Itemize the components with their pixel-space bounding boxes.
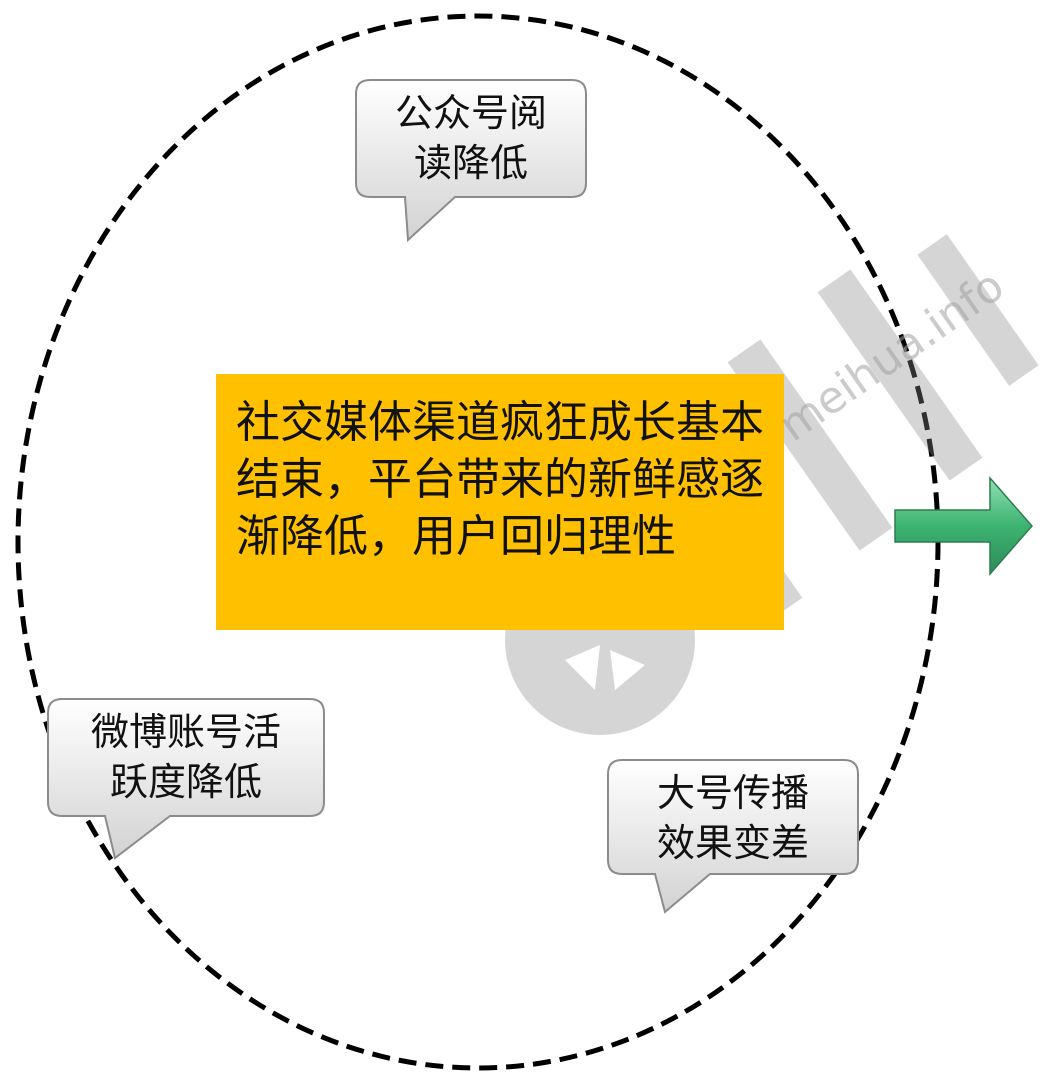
bubble-top-shape xyxy=(355,79,587,243)
arrow-right xyxy=(894,476,1033,576)
bubble-top-text: 公众号阅 读降低 xyxy=(394,91,547,185)
bubble-right-shape xyxy=(607,759,859,914)
center-box: 社交媒体渠道疯狂成长基本结束，平台带来的新鲜感逐渐降低，用户回归理性 xyxy=(216,374,784,630)
bubble-left-text: 微博账号活 跃度降低 xyxy=(90,710,281,804)
bubble-right-text: 大号传播 效果变差 xyxy=(656,771,809,865)
bubble-left-shape xyxy=(47,698,325,860)
center-box-text: 社交媒体渠道疯狂成长基本结束，平台带来的新鲜感逐渐降低，用户回归理性 xyxy=(236,397,764,562)
